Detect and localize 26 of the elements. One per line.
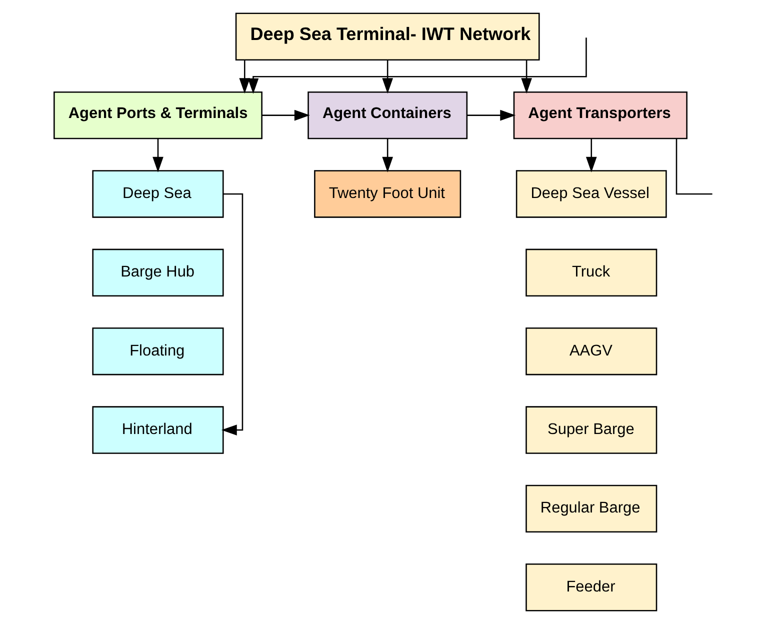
node-box: Regular Barge: [526, 484, 658, 533]
node-box: Hinterland: [92, 406, 224, 454]
node-box: Feeder: [526, 564, 658, 612]
arrow: [382, 60, 393, 94]
node-box: AAGV: [526, 327, 658, 376]
node-box: Agent Ports & Terminals: [54, 91, 262, 140]
node-box: Twenty Foot Unit: [314, 170, 462, 218]
arrow: [467, 110, 516, 121]
arrow: [382, 138, 393, 172]
arrow: [521, 60, 532, 94]
node-box: Deep Sea Vessel: [516, 170, 667, 218]
arrow: [248, 38, 587, 94]
node-box: Deep Sea: [92, 170, 224, 218]
node-box: Agent Transporters: [513, 91, 688, 140]
node-box: Barge Hub: [92, 248, 224, 297]
arrow: [239, 60, 250, 94]
arrow: [221, 193, 244, 436]
node-box: Super Barge: [526, 406, 658, 454]
connector: [676, 138, 712, 195]
arrow: [152, 138, 164, 172]
arrow: [586, 138, 597, 172]
node-box: Truck: [526, 248, 658, 297]
node-box: Agent Containers: [308, 91, 468, 140]
node-box: Deep Sea Terminal- IWT Network: [235, 12, 540, 60]
node-box: Floating: [92, 327, 224, 376]
arrow: [262, 110, 310, 121]
